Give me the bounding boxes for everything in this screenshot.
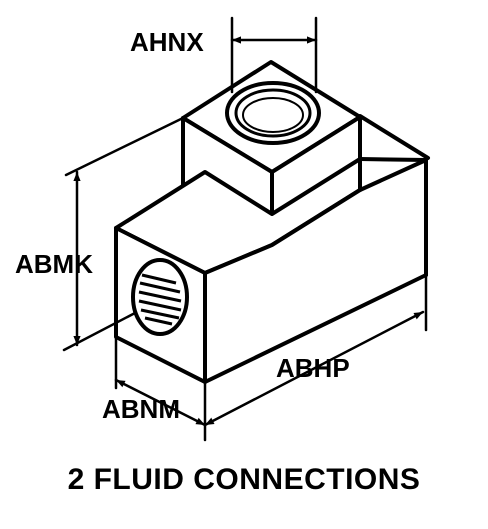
label-abnm: ABNM: [102, 394, 180, 424]
top-port: [225, 81, 321, 145]
abnm-dimension-line: [114, 378, 207, 427]
right-step-edge: [358, 157, 428, 277]
label-abhp: ABHP: [276, 353, 350, 383]
label-abmk: ABMK: [15, 249, 93, 279]
caption: 2 FLUID CONNECTIONS: [67, 463, 421, 496]
right-notch: [358, 114, 430, 192]
abhp-dimension-line: [203, 310, 425, 427]
label-ahnx: AHNX: [130, 27, 204, 57]
side-port: [131, 258, 189, 336]
